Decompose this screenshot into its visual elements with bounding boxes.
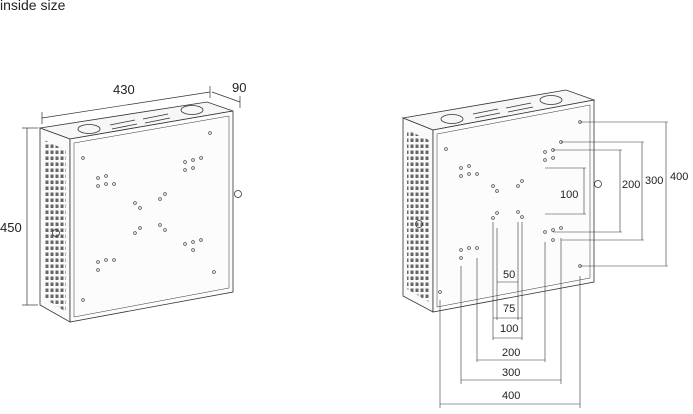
- left-hole-pattern: [81, 131, 216, 302]
- vdim-label-100: 100: [560, 189, 578, 201]
- dim-label-200: 200: [502, 347, 520, 359]
- right-enclosure: [401, 89, 602, 313]
- left-enclosure: [38, 101, 242, 323]
- right-vertical-dimensions: [545, 121, 668, 267]
- dim-label-100: 100: [500, 323, 518, 335]
- right-horizontal-dimensions: [439, 222, 581, 408]
- dim-label-400: 400: [502, 390, 520, 402]
- height-dimension-label: 450: [0, 220, 22, 235]
- depth-dimension-label: 90: [232, 80, 246, 95]
- vdim-label-200: 200: [622, 179, 640, 191]
- dim-label-50: 50: [503, 269, 515, 281]
- vdim-label-400: 400: [670, 171, 688, 183]
- width-dimension-label: 430: [113, 82, 135, 97]
- dim-label-300: 300: [502, 367, 520, 379]
- right-hole-pattern: [438, 120, 582, 294]
- vdim-label-300: 300: [645, 175, 663, 187]
- left-dimensions: [22, 86, 241, 306]
- dim-label-75: 75: [503, 303, 515, 315]
- page-title: inside size: [0, 0, 66, 13]
